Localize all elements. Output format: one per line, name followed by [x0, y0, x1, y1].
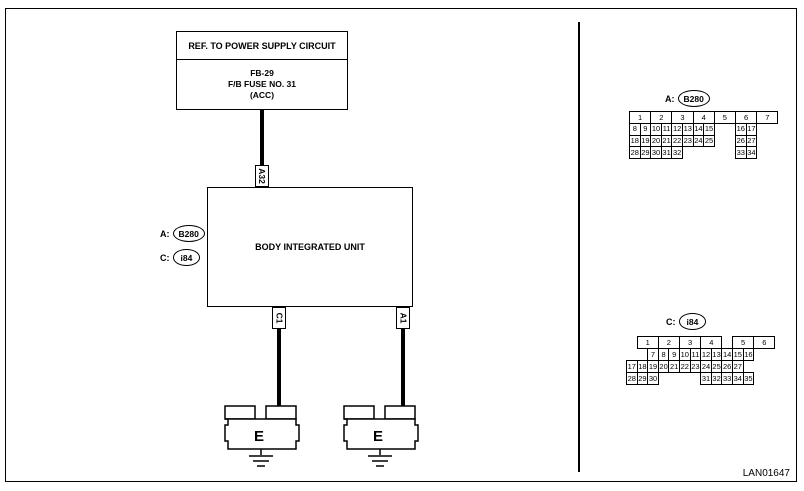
power-supply-title: REF. TO POWER SUPPLY CIRCUIT [177, 32, 347, 60]
connector-ref-c: C: i84 [160, 249, 201, 266]
connector-ref-a: A: B280 [160, 225, 205, 242]
unit-label: BODY INTEGRATED UNIT [255, 242, 365, 252]
pin-cell: 25 [703, 134, 715, 148]
pin-cell: 16 [742, 348, 755, 361]
pin-top-label: A32 [257, 168, 267, 184]
fuse-ref: FB-29 [250, 67, 274, 78]
connector-i84-header: C: i84 [666, 313, 707, 330]
pin-left: C1 [272, 307, 286, 329]
pin-cell: 34 [745, 146, 758, 160]
ground-label-left: E [253, 428, 264, 445]
ground-label-right: E [372, 428, 383, 445]
power-supply-box: REF. TO POWER SUPPLY CIRCUIT FB-29 F/B F… [176, 31, 348, 110]
pin-left-label: C1 [274, 312, 284, 324]
connector-ref-a-code: B280 [172, 225, 205, 242]
connector-i84-code: i84 [678, 313, 707, 330]
pin-right: A1 [396, 307, 410, 329]
diagram-frame [5, 8, 797, 482]
pin-cell: 30 [647, 372, 659, 385]
pin-top: A32 [255, 165, 269, 187]
power-supply-details: FB-29 F/B FUSE NO. 31 (ACC) [177, 60, 347, 108]
pin-cell: 7 [756, 111, 779, 124]
body-integrated-unit: BODY INTEGRATED UNIT [207, 187, 413, 307]
fuse-number: F/B FUSE NO. 31 [227, 78, 296, 89]
pin-cell: 32 [671, 146, 683, 160]
pin-cell: 4 [700, 336, 723, 349]
section-divider [578, 22, 580, 472]
ground-connector-left [224, 405, 300, 467]
connector-ref-c-prefix: C: [160, 252, 170, 263]
connector-ref-c-code: i84 [172, 249, 201, 266]
pin-cell: 6 [753, 336, 776, 349]
pin-cell: 35 [742, 372, 755, 385]
wire-right-ground [401, 329, 405, 407]
connector-i84-prefix: C: [666, 316, 676, 327]
wire-power-to-unit [260, 110, 264, 166]
connector-b280-header: A: B280 [665, 90, 710, 107]
connector-b280-prefix: A: [665, 93, 675, 104]
fuse-circuit: (ACC) [249, 89, 275, 100]
pin-right-label: A1 [398, 312, 408, 324]
pin-cell: 5 [713, 111, 736, 124]
wire-left-ground [277, 329, 281, 407]
connector-b280-code: B280 [677, 90, 710, 107]
figure-code: LAN01647 [742, 468, 790, 479]
ground-connector-right [343, 405, 419, 467]
connector-ref-a-prefix: A: [160, 228, 170, 239]
